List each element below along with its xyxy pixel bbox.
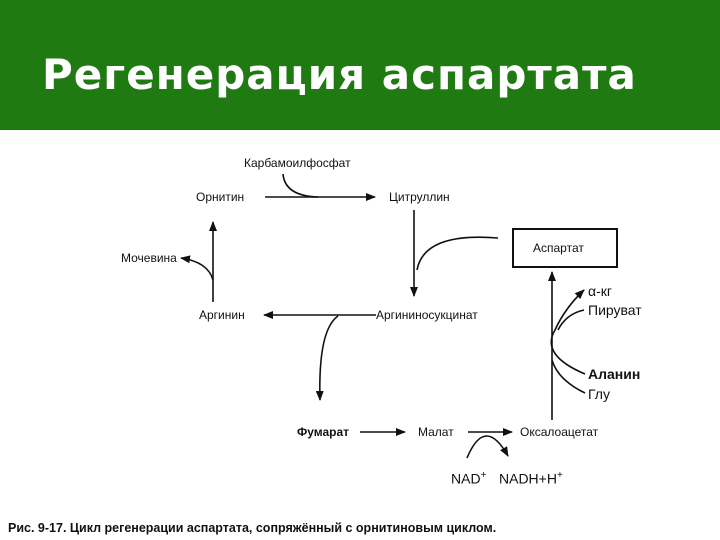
argininosuccinate-label: Аргининосукцинат [376, 308, 478, 322]
pyruvate-label: Пируват [588, 302, 642, 318]
aspartate-label: Аспартат [533, 241, 584, 255]
arginine-label: Аргинин [199, 308, 245, 322]
oxaloacetate-label: Оксалоацетат [520, 425, 599, 439]
alanine-label: Аланин [588, 366, 641, 382]
nadh-text: NADH+H [499, 470, 557, 487]
arrow-glu-branch [551, 359, 586, 394]
nadh-label: NADH+H+ [499, 470, 563, 487]
nadh-superscript: + [556, 470, 563, 481]
figure-caption: Рис. 9-17. Цикл регенерации аспартата, с… [8, 521, 497, 535]
page-title: Регенерация аспартата [42, 50, 637, 99]
alpha-ketoglutarate-label: α-кг [588, 283, 612, 299]
arrow-carbamoyl-input [282, 173, 319, 198]
arrow-transamination [550, 289, 586, 375]
arrow-to-fumarate [315, 315, 339, 401]
carbamoyl-phosphate-label: Карбамоилфосфат [244, 156, 351, 170]
malate-label: Малат [418, 425, 454, 439]
fumarate-label: Фумарат [297, 425, 350, 439]
arrow-to-urea [180, 255, 214, 281]
nad-superscript: + [480, 470, 487, 481]
title-banner: Регенерация аспартата [0, 0, 720, 130]
citrulline-label: Цитруллин [389, 190, 450, 204]
arrow-aspartate-input [416, 236, 499, 271]
glu-label: Глу [588, 386, 610, 402]
arrow-pyruvate-branch [557, 309, 585, 331]
aspartate-box [512, 228, 618, 268]
nad-text: NAD [451, 470, 481, 487]
urea-label: Мочевина [121, 251, 177, 265]
nad-label: NAD+ [451, 470, 486, 487]
arrow-nad-nadh [466, 435, 509, 459]
ornithine-label: Орнитин [196, 190, 245, 204]
